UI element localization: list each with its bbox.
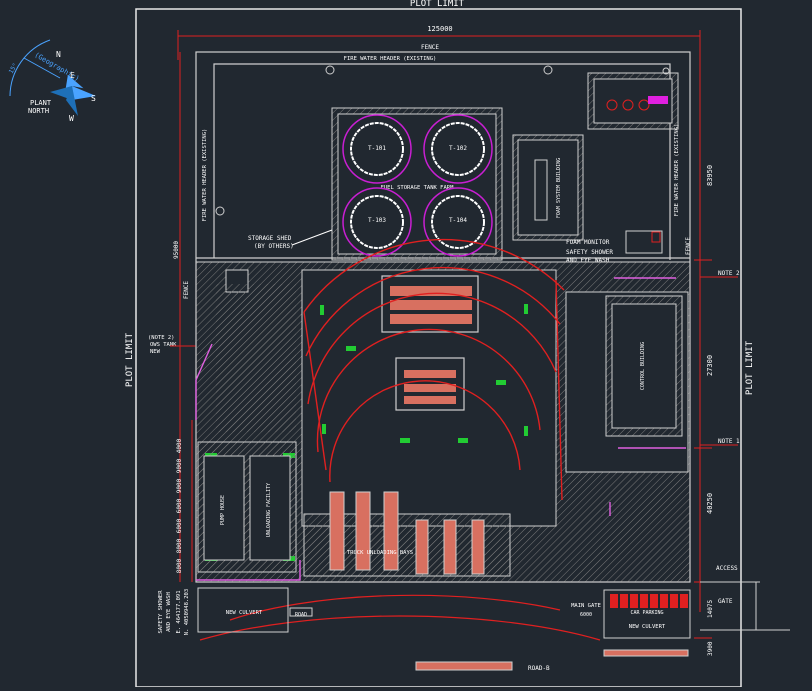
safety-shower-label: SAFETY SHOWER: [566, 249, 613, 256]
foam-building-label: FOAM SYSTEM BUILDING: [556, 158, 562, 218]
dim-27300: 27300: [706, 355, 714, 376]
left-dim-label: 4000: [176, 438, 183, 453]
note-2-right: NOTE 2: [718, 270, 740, 277]
new-culvert-right: NEW CULVERT: [629, 624, 666, 630]
left-dim-label: 9000: [176, 458, 183, 473]
plant-label: PLANT: [30, 99, 52, 107]
left-dimensions: 95000 (NOTE 2) OWS TANK NEW 4000 9000 9000…: [148, 52, 196, 582]
new-culvert-left: NEW CULVERT: [226, 610, 263, 616]
top-right-building[interactable]: [587, 72, 679, 130]
dim-overall-width: 125000: [427, 25, 452, 33]
plot-limit-right-label: PLOT LIMIT: [745, 340, 755, 395]
monitor-coverage-arcs: [199, 238, 601, 641]
safety-shower-area: FOAM MONITOR SAFETY SHOWER AND EYE WASH: [566, 230, 663, 264]
road-label: ROAD: [295, 612, 307, 618]
left-dim-label: 8000: [176, 538, 183, 553]
tank-t103-label: T-103: [368, 217, 386, 224]
pump-house-label: PUMP HOUSE: [220, 495, 226, 525]
road-area: NEW CULVERT ROAD CAR PARKING NEW CULVERT…: [197, 565, 790, 672]
left-dim-label: 6000: [176, 498, 183, 513]
note-2-left: (NOTE 2): [148, 335, 175, 341]
storage-shed-label: STORAGE SHED: [248, 235, 292, 242]
coord-n: N. 4050948.203: [184, 589, 190, 635]
truck-unloading-label: TRUCK UNLOADING BAYS: [347, 550, 413, 556]
north-label: NORTH: [28, 107, 49, 115]
storage-shed: STORAGE SHED (BY OTHERS): [248, 229, 333, 250]
main-gate-label: MAIN GATE: [571, 603, 601, 609]
left-new-label: NEW: [150, 349, 161, 355]
north-arrow: (Geographic) 15° N E S W PLANT NORTH: [8, 39, 96, 123]
left-oil-label: OWS TANK: [150, 342, 177, 348]
dim-95000: 95000: [173, 241, 180, 259]
access-gate-label-2: GATE: [718, 598, 733, 605]
tank-t104-label: T-104: [449, 217, 467, 224]
fence-right-label: FENCE: [685, 237, 692, 255]
truck-unloading-bays[interactable]: TRUCK UNLOADING BAYS: [303, 491, 511, 577]
plot-limit-top-label: PLOT LIMIT: [410, 0, 465, 9]
north-w: W: [69, 114, 74, 123]
center-equipment[interactable]: [381, 275, 479, 411]
fire-header-right-label: FIRE WATER HEADER (EXISTING): [674, 124, 680, 217]
tank-t102-label: T-102: [449, 145, 467, 152]
car-parking-label: CAR PARKING: [630, 610, 663, 616]
control-building-label: CONTROL BUILDING: [640, 342, 646, 390]
eye-wash-label: AND EYE WASH: [566, 257, 610, 264]
note-1-right: NOTE 1: [718, 438, 740, 445]
fire-header-left-label: FIRE WATER HEADER (EXISTING): [202, 129, 208, 222]
fence-top-label: FENCE: [421, 44, 439, 51]
left-bottom-labels: SAFETY SHOWER AND EYE WASH E. 464177.091…: [158, 589, 190, 635]
north-n: N: [56, 50, 61, 59]
angle-label: 15°: [8, 62, 19, 75]
left-buildings[interactable]: PUMP HOUSE UNLOADING FACILITY: [197, 441, 297, 573]
fire-header-top-label: FIRE WATER HEADER (EXISTING): [344, 56, 437, 62]
foam-system-building[interactable]: FOAM SYSTEM BUILDING: [512, 134, 584, 241]
dim-83950: 83950: [706, 165, 714, 186]
safety-shower-left: SAFETY SHOWER: [158, 590, 164, 634]
unloading-facility-label: UNLOADING FACILITY: [266, 483, 272, 537]
road-b-label: ROAD-B: [528, 665, 550, 672]
access-gate-label: ACCESS: [716, 565, 738, 572]
tank-t101[interactable]: T-101: [342, 114, 412, 184]
tank-t101-label: T-101: [368, 145, 386, 152]
left-dim-label: 9000: [176, 478, 183, 493]
left-dim-label: 8000: [176, 558, 183, 573]
overall-dimension: 125000: [177, 25, 701, 60]
tank-t102[interactable]: T-102: [423, 114, 493, 184]
control-building[interactable]: CONTROL BUILDING: [605, 295, 683, 437]
foam-monitor-label: FOAM MONITOR: [566, 239, 610, 246]
fence-left-label: FENCE: [183, 281, 190, 299]
main-gate-dim: 6000: [580, 612, 592, 618]
dim-40250: 40250: [706, 493, 714, 514]
right-dimensions: 83950 27300 40250 14075 3900 NOTE 2 NOTE…: [694, 52, 740, 656]
fire-water-header: FIRE WATER HEADER (EXISTING) FIRE WATER …: [196, 56, 690, 260]
left-dim-label: 6000: [176, 518, 183, 533]
storage-shed-by: (BY OTHERS): [254, 243, 294, 250]
dim-14075: 14075: [707, 600, 714, 618]
tank-farm: FUEL STORAGE TANK FARM T-101 T-102 T-103…: [331, 107, 503, 261]
pipe-routes: [195, 277, 686, 581]
north-e: E: [70, 71, 75, 80]
tank-t103[interactable]: T-103: [342, 187, 412, 257]
eye-wash-left: AND EYE WASH: [166, 592, 172, 632]
plot-limit-left-label: PLOT LIMIT: [125, 332, 135, 387]
tank-t104[interactable]: T-104: [423, 187, 493, 257]
dim-3900: 3900: [707, 641, 714, 656]
tank-farm-label: FUEL STORAGE TANK FARM: [381, 185, 455, 191]
coord-e: E. 464177.091: [176, 590, 182, 633]
north-s: S: [91, 94, 96, 103]
